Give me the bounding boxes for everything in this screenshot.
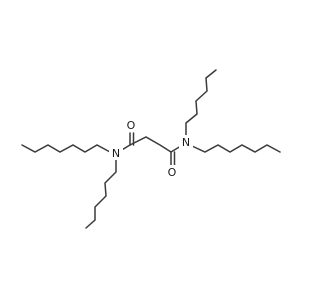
atom-nitrogen-right: N	[179, 135, 193, 149]
hexyl-chain-left-lower	[85, 159, 117, 229]
hexyl-chain-left-upper	[21, 144, 111, 153]
atom-oxygen-left: O	[124, 118, 138, 132]
hexyl-chain-right-upper	[185, 69, 217, 137]
oxygen-label-left: O	[127, 119, 136, 132]
nitrogen-label-right: N	[182, 136, 190, 149]
hexyl-chain-right-lower	[191, 144, 281, 153]
atom-oxygen-right: O	[165, 165, 179, 179]
molecule-structure: O O N N	[21, 69, 281, 229]
nitrogen-label-left: N	[112, 147, 120, 160]
ethylene-bridge	[129, 136, 172, 153]
atom-nitrogen-left: N	[109, 146, 123, 160]
oxygen-label-right: O	[168, 166, 177, 179]
structure-canvas: O O N N	[21, 69, 281, 229]
